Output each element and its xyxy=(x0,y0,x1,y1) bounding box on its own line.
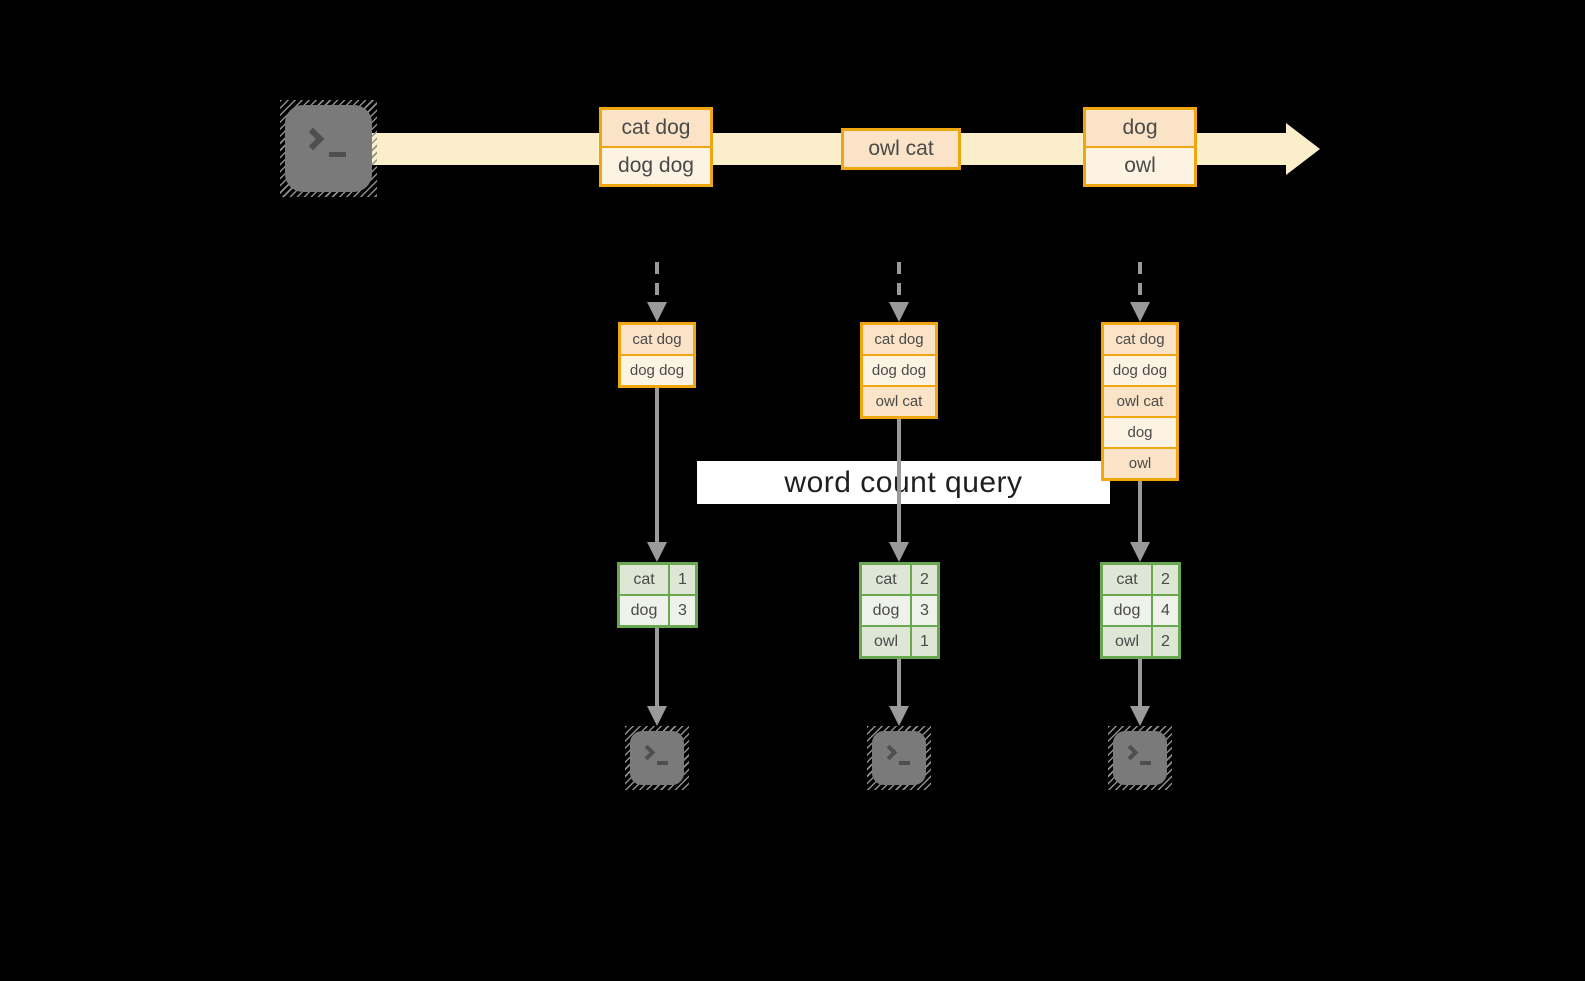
event-line: dog xyxy=(1086,110,1194,146)
event-line: cat dog xyxy=(602,110,710,146)
output-arrow-2 xyxy=(897,659,901,706)
stream-arrowhead-icon xyxy=(1286,123,1320,175)
ingest-dashed-arrow-1 xyxy=(655,262,659,302)
sink-terminal-icon-1 xyxy=(625,726,689,790)
terminal-chevron-icon xyxy=(1122,744,1139,761)
event-line: owl cat xyxy=(844,131,958,167)
state-line: dog dog xyxy=(1104,354,1176,385)
count-cell: 2 xyxy=(1153,627,1178,656)
count-cell: 2 xyxy=(1153,565,1178,594)
count-cell: 2 xyxy=(912,565,937,594)
query-arrow-3 xyxy=(1138,481,1142,542)
terminal-underscore-icon xyxy=(899,761,910,765)
count-table-2: cat 2 dog 3 owl 1 xyxy=(859,562,940,659)
stream-event-box-2: owl cat xyxy=(841,128,961,170)
terminal-screen xyxy=(1113,731,1167,785)
event-line: dog dog xyxy=(602,146,710,184)
arrowhead-icon xyxy=(1130,542,1150,562)
state-line: dog dog xyxy=(621,354,693,385)
arrowhead-icon xyxy=(889,542,909,562)
event-line: owl xyxy=(1086,146,1194,184)
state-line: owl cat xyxy=(1104,385,1176,416)
query-arrow-2 xyxy=(897,419,901,542)
state-buffer-2: cat dog dog dog owl cat xyxy=(860,322,938,419)
word-cell: owl xyxy=(1103,627,1151,656)
arrowhead-icon xyxy=(647,706,667,726)
terminal-chevron-icon xyxy=(301,127,325,151)
arrowhead-icon xyxy=(1130,302,1150,322)
state-line: cat dog xyxy=(1104,325,1176,354)
state-line: owl cat xyxy=(863,385,935,416)
terminal-underscore-icon xyxy=(657,761,668,765)
count-cell: 3 xyxy=(670,596,695,625)
terminal-screen xyxy=(285,105,372,192)
state-line: cat dog xyxy=(621,325,693,354)
query-arrow-1 xyxy=(655,388,659,542)
word-cell: cat xyxy=(620,565,668,594)
state-line: cat dog xyxy=(863,325,935,354)
stream-event-box-3: dog owl xyxy=(1083,107,1197,187)
state-buffer-1: cat dog dog dog xyxy=(618,322,696,388)
query-banner: word count query xyxy=(697,461,1110,504)
word-cell: dog xyxy=(862,596,910,625)
sink-terminal-icon-2 xyxy=(867,726,931,790)
count-cell: 3 xyxy=(912,596,937,625)
terminal-chevron-icon xyxy=(639,744,656,761)
arrowhead-icon xyxy=(1130,706,1150,726)
terminal-underscore-icon xyxy=(1140,761,1151,765)
terminal-screen xyxy=(630,731,684,785)
arrowhead-icon xyxy=(647,542,667,562)
state-line: owl xyxy=(1104,447,1176,478)
word-cell: dog xyxy=(1103,596,1151,625)
terminal-chevron-icon xyxy=(881,744,898,761)
count-cell: 1 xyxy=(670,565,695,594)
source-terminal-icon xyxy=(280,100,377,197)
output-arrow-1 xyxy=(655,628,659,706)
count-table-1: cat 1 dog 3 xyxy=(617,562,698,628)
ingest-dashed-arrow-2 xyxy=(897,262,901,302)
word-cell: cat xyxy=(1103,565,1151,594)
terminal-screen xyxy=(872,731,926,785)
terminal-underscore-icon xyxy=(329,152,346,157)
count-cell: 1 xyxy=(912,627,937,656)
word-cell: dog xyxy=(620,596,668,625)
word-cell: cat xyxy=(862,565,910,594)
state-line: dog dog xyxy=(863,354,935,385)
arrowhead-icon xyxy=(889,706,909,726)
stream-event-box-1: cat dog dog dog xyxy=(599,107,713,187)
word-cell: owl xyxy=(862,627,910,656)
arrowhead-icon xyxy=(889,302,909,322)
sink-terminal-icon-3 xyxy=(1108,726,1172,790)
count-table-3: cat 2 dog 4 owl 2 xyxy=(1100,562,1181,659)
ingest-dashed-arrow-3 xyxy=(1138,262,1142,302)
query-banner-label: word count query xyxy=(784,465,1023,499)
state-line: dog xyxy=(1104,416,1176,447)
output-arrow-3 xyxy=(1138,659,1142,706)
count-cell: 4 xyxy=(1153,596,1178,625)
arrowhead-icon xyxy=(647,302,667,322)
state-buffer-3: cat dog dog dog owl cat dog owl xyxy=(1101,322,1179,481)
